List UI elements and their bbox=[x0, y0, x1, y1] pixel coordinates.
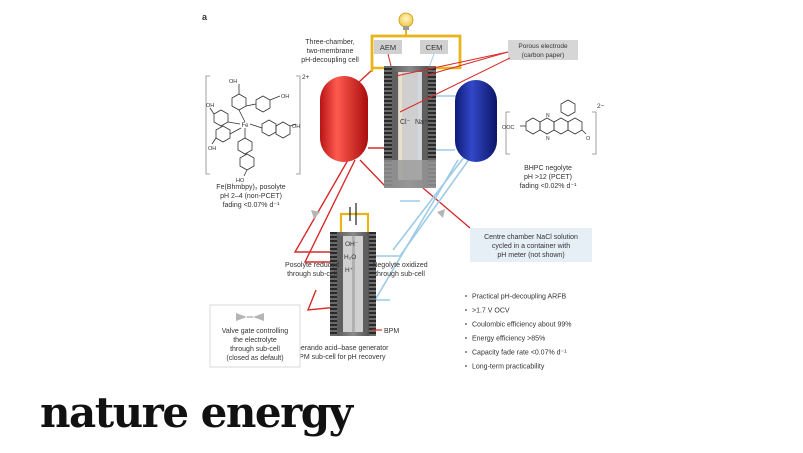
light-bulb-icon bbox=[398, 12, 414, 30]
svg-text:OH: OH bbox=[208, 146, 216, 152]
svg-text:Three-chamber,: Three-chamber, bbox=[305, 39, 354, 46]
bullet-item: Energy efficiency >85% bbox=[465, 336, 545, 343]
h2o-label: H₂O bbox=[344, 254, 356, 261]
svg-text:two-membrane: two-membrane bbox=[307, 48, 354, 55]
posolyte-reduced-line1: Posolyte reduced bbox=[285, 262, 339, 269]
svg-text:Centre chamber NaCl solution: Centre chamber NaCl solution bbox=[484, 234, 578, 241]
negolyte-tank bbox=[455, 80, 497, 162]
svg-text:fading <0.07% d⁻¹: fading <0.07% d⁻¹ bbox=[223, 202, 280, 209]
svg-text:OH: OH bbox=[292, 124, 300, 130]
svg-text:>1.7 V OCV: >1.7 V OCV bbox=[472, 308, 510, 315]
svg-text:pH meter (not shown): pH meter (not shown) bbox=[497, 252, 564, 259]
bullet-item: >1.7 V OCV bbox=[465, 308, 510, 315]
svg-text:Capacity fade rate <0.07% d⁻¹: Capacity fade rate <0.07% d⁻¹ bbox=[472, 350, 567, 357]
posolyte-label: Fe(Bhmbpy)₃ posolyte pH 2–4 (non-PCET) f… bbox=[216, 184, 285, 209]
svg-text:pH >12 (PCET): pH >12 (PCET) bbox=[524, 174, 572, 181]
negolyte-label: BHPC negolyte pH >12 (PCET) fading <0.02… bbox=[520, 165, 577, 190]
centre-chamber-note: Centre chamber NaCl solution cycled in a… bbox=[470, 228, 592, 262]
posolyte-reduced-line2: through sub-cell bbox=[287, 271, 337, 278]
cem-label: CEM bbox=[426, 43, 443, 52]
svg-text:N: N bbox=[546, 136, 550, 142]
bullet-list: Practical pH-decoupling ARFB >1.7 V OCV … bbox=[465, 294, 571, 371]
nature-energy-logo: nature energy bbox=[40, 388, 353, 437]
negolyte-charge: 2− bbox=[597, 103, 605, 110]
svg-text:BHPC negolyte: BHPC negolyte bbox=[524, 165, 572, 172]
svg-text:O: O bbox=[586, 136, 591, 142]
svg-text:cycled in a container with: cycled in a container with bbox=[492, 243, 570, 250]
svg-text:Coulombic efficiency about 99%: Coulombic efficiency about 99% bbox=[472, 322, 571, 329]
bullet-item: Capacity fade rate <0.07% d⁻¹ bbox=[465, 350, 567, 357]
posolyte-tank bbox=[320, 76, 368, 162]
bpm-sub-cell: OH⁻ H₂O H⁺ bbox=[330, 203, 376, 336]
generator-label: Operando acid–base generator BPM sub-cel… bbox=[292, 345, 390, 361]
svg-text:pH-decoupling cell: pH-decoupling cell bbox=[301, 57, 359, 64]
fe-complex-structure: 2+ Fe OH OH OH OH O bbox=[205, 74, 310, 184]
porous-electrode-callout: Porous electrode (carbon paper) bbox=[395, 40, 578, 113]
aem-box bbox=[374, 40, 402, 54]
bullet-item: Practical pH-decoupling ARFB bbox=[465, 294, 566, 301]
h-ion: H⁺ bbox=[345, 267, 354, 274]
panel-label: a bbox=[202, 12, 208, 22]
svg-text:the electrolyte: the electrolyte bbox=[233, 337, 277, 344]
svg-text:(carbon paper): (carbon paper) bbox=[522, 52, 565, 59]
aem-label: AEM bbox=[380, 43, 396, 52]
svg-text:Porous electrode: Porous electrode bbox=[518, 43, 568, 50]
svg-text:Fe(Bhmbpy)₃ posolyte: Fe(Bhmbpy)₃ posolyte bbox=[216, 184, 285, 191]
negolyte-oxidized-line1: Negolyte oxidized bbox=[372, 262, 427, 269]
svg-text:pH 2–4 (non-PCET): pH 2–4 (non-PCET) bbox=[220, 193, 282, 200]
svg-text:Valve gate controlling: Valve gate controlling bbox=[222, 328, 289, 335]
bpm-label: BPM bbox=[384, 328, 399, 335]
bullet-item: Coulombic efficiency about 99% bbox=[465, 322, 571, 329]
svg-text:OH: OH bbox=[281, 94, 289, 100]
cell-title: Three-chamber, two-membrane pH-decouplin… bbox=[301, 39, 359, 64]
svg-text:Practical pH-decoupling ARFB: Practical pH-decoupling ARFB bbox=[472, 294, 566, 301]
svg-text:OOC: OOC bbox=[502, 125, 515, 131]
svg-text:OH: OH bbox=[206, 103, 214, 109]
bullet-item: Long-term practicability bbox=[465, 364, 545, 371]
valve-note: Valve gate controlling the electrolyte t… bbox=[209, 304, 301, 368]
svg-text:HO: HO bbox=[236, 178, 245, 184]
svg-text:fading <0.02% d⁻¹: fading <0.02% d⁻¹ bbox=[520, 183, 577, 190]
na-ion: Na⁺ bbox=[415, 119, 428, 126]
three-chamber-cell: AEM CEM Cl⁻ Na⁺ bbox=[370, 12, 462, 188]
bhpc-structure: 2− OOC O N N bbox=[502, 99, 605, 155]
svg-text:(closed as default): (closed as default) bbox=[226, 355, 283, 362]
svg-text:OH: OH bbox=[229, 79, 237, 85]
valve-gate-icon bbox=[236, 313, 264, 321]
blue-pipes bbox=[374, 95, 471, 301]
cem-box bbox=[420, 40, 448, 54]
svg-text:Energy efficiency >85%: Energy efficiency >85% bbox=[472, 336, 545, 343]
svg-text:Operando acid–base generator: Operando acid–base generator bbox=[292, 345, 390, 352]
svg-text:Fe: Fe bbox=[241, 123, 249, 129]
svg-text:Long-term practicability: Long-term practicability bbox=[472, 364, 545, 371]
negolyte-oxidized-line2: through sub-cell bbox=[375, 271, 425, 278]
svg-text:N: N bbox=[546, 113, 550, 119]
posolyte-charge: 2+ bbox=[302, 74, 310, 81]
cl-ion: Cl⁻ bbox=[400, 119, 411, 126]
oh-ion: OH⁻ bbox=[345, 241, 359, 248]
svg-text:BPM sub-cell for pH recovery: BPM sub-cell for pH recovery bbox=[294, 354, 386, 361]
svg-text:through sub-cell: through sub-cell bbox=[230, 346, 280, 353]
